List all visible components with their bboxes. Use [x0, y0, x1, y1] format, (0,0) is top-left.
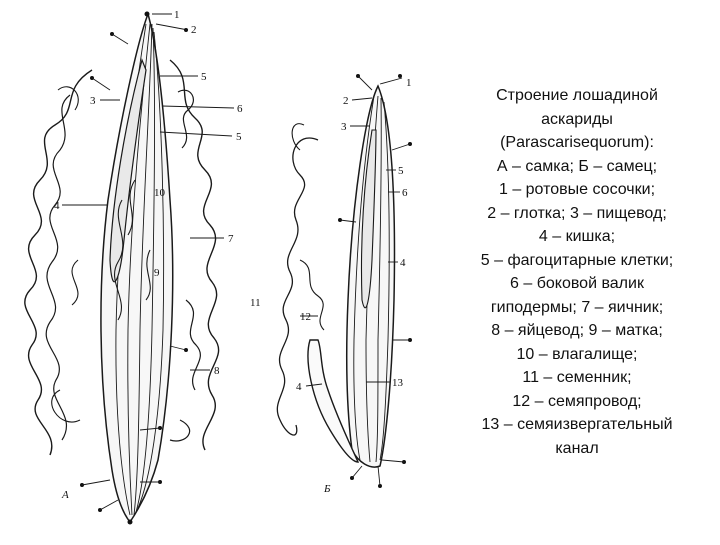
- label-b-12: 12: [300, 311, 311, 323]
- caption-line: 2 – глотка; 3 – пищевод;: [487, 204, 667, 222]
- caption-line: гиподермы; 7 – яичник;: [490, 298, 664, 316]
- panel-a-female: [24, 11, 235, 525]
- caption-line: 6 – боковой валик: [510, 275, 644, 292]
- label-a-7: 7: [228, 233, 234, 245]
- caption-line: 11 – семенник;: [522, 369, 632, 386]
- caption-line: А – самка; Б – самец;: [496, 157, 658, 175]
- ovary-coil-left-3: [51, 86, 81, 423]
- label-a-2: 2: [191, 24, 197, 36]
- label-a-9: 9: [154, 267, 160, 279]
- caption-line: 4 – кишка;: [538, 228, 616, 245]
- panel-b-leaders: [300, 77, 403, 387]
- caption-line: 5 – фагоцитарные клетки;: [480, 251, 674, 269]
- figure-caption: Строение лошадиной аскариды (Parascarise…: [452, 84, 702, 460]
- caption-line: канал: [555, 439, 599, 457]
- male-striations: [353, 95, 390, 463]
- panel-a-letter: А: [61, 489, 69, 501]
- label-b-11: 11: [250, 297, 261, 309]
- label-b-5: 5: [398, 165, 404, 177]
- panel-a-labels: 1 2 5 3 6 5 10 4 7 9 8 А: [54, 9, 243, 501]
- ovary-coil-left-2: [45, 94, 71, 441]
- label-a-10: 10: [154, 187, 166, 199]
- panel-b-male: [276, 74, 412, 488]
- male-gut: [360, 129, 377, 309]
- diagram-svg: 1 2 5 3 6 5 10 4 7 9 8 А: [24, 9, 412, 525]
- caption-line: 1 – ротовые сосочки;: [498, 181, 656, 198]
- testis-coil: [276, 137, 319, 436]
- panel-a-pin-lines: [81, 33, 187, 511]
- label-a-3: 3: [90, 95, 96, 107]
- label-b-3: 3: [341, 121, 347, 133]
- ovary-coil-right: [169, 59, 220, 451]
- caption-line: 13 – семяизвергательный: [481, 416, 673, 433]
- label-b-13: 13: [392, 377, 404, 389]
- ascaris-diagram: 1 2 5 3 6 5 10 4 7 9 8 А: [24, 9, 412, 525]
- label-a-5b: 5: [236, 131, 242, 143]
- caption-line: 12 – семяпровод;: [512, 392, 642, 410]
- label-a-1: 1: [174, 9, 180, 21]
- ovary-coil-left: [24, 69, 93, 456]
- uterus-loops: [113, 179, 151, 321]
- female-gut: [109, 58, 147, 283]
- caption-line: аскариды: [541, 110, 613, 128]
- label-a-4: 4: [54, 200, 60, 212]
- caption-line: 8 – яйцевод; 9 – матка;: [491, 322, 663, 339]
- female-striations: [115, 23, 165, 516]
- label-b-4: 4: [400, 257, 406, 269]
- label-b-6: 6: [402, 187, 408, 199]
- ovary-coil-right-2: [169, 89, 201, 442]
- label-a-5: 5: [201, 71, 207, 83]
- label-b-1: 1: [406, 77, 412, 89]
- panel-b-pin-lines: [339, 75, 411, 487]
- testis-coil-2: [291, 123, 325, 331]
- label-a-8: 8: [214, 365, 220, 377]
- panel-b-letter: Б: [323, 483, 331, 495]
- vas-deferens: [307, 339, 360, 463]
- label-b-4b: 4: [296, 381, 302, 393]
- label-b-2: 2: [343, 95, 349, 107]
- label-a-6: 6: [237, 103, 243, 115]
- panel-a-leaders: [62, 13, 235, 371]
- caption-line: 10 – влагалище;: [516, 345, 638, 363]
- caption-line: (Parascarisequorum):: [500, 134, 654, 151]
- caption-line: Строение лошадиной: [496, 87, 658, 104]
- panel-b-labels: 1 2 3 5 6 4 11 12 4 13 Б: [250, 77, 412, 495]
